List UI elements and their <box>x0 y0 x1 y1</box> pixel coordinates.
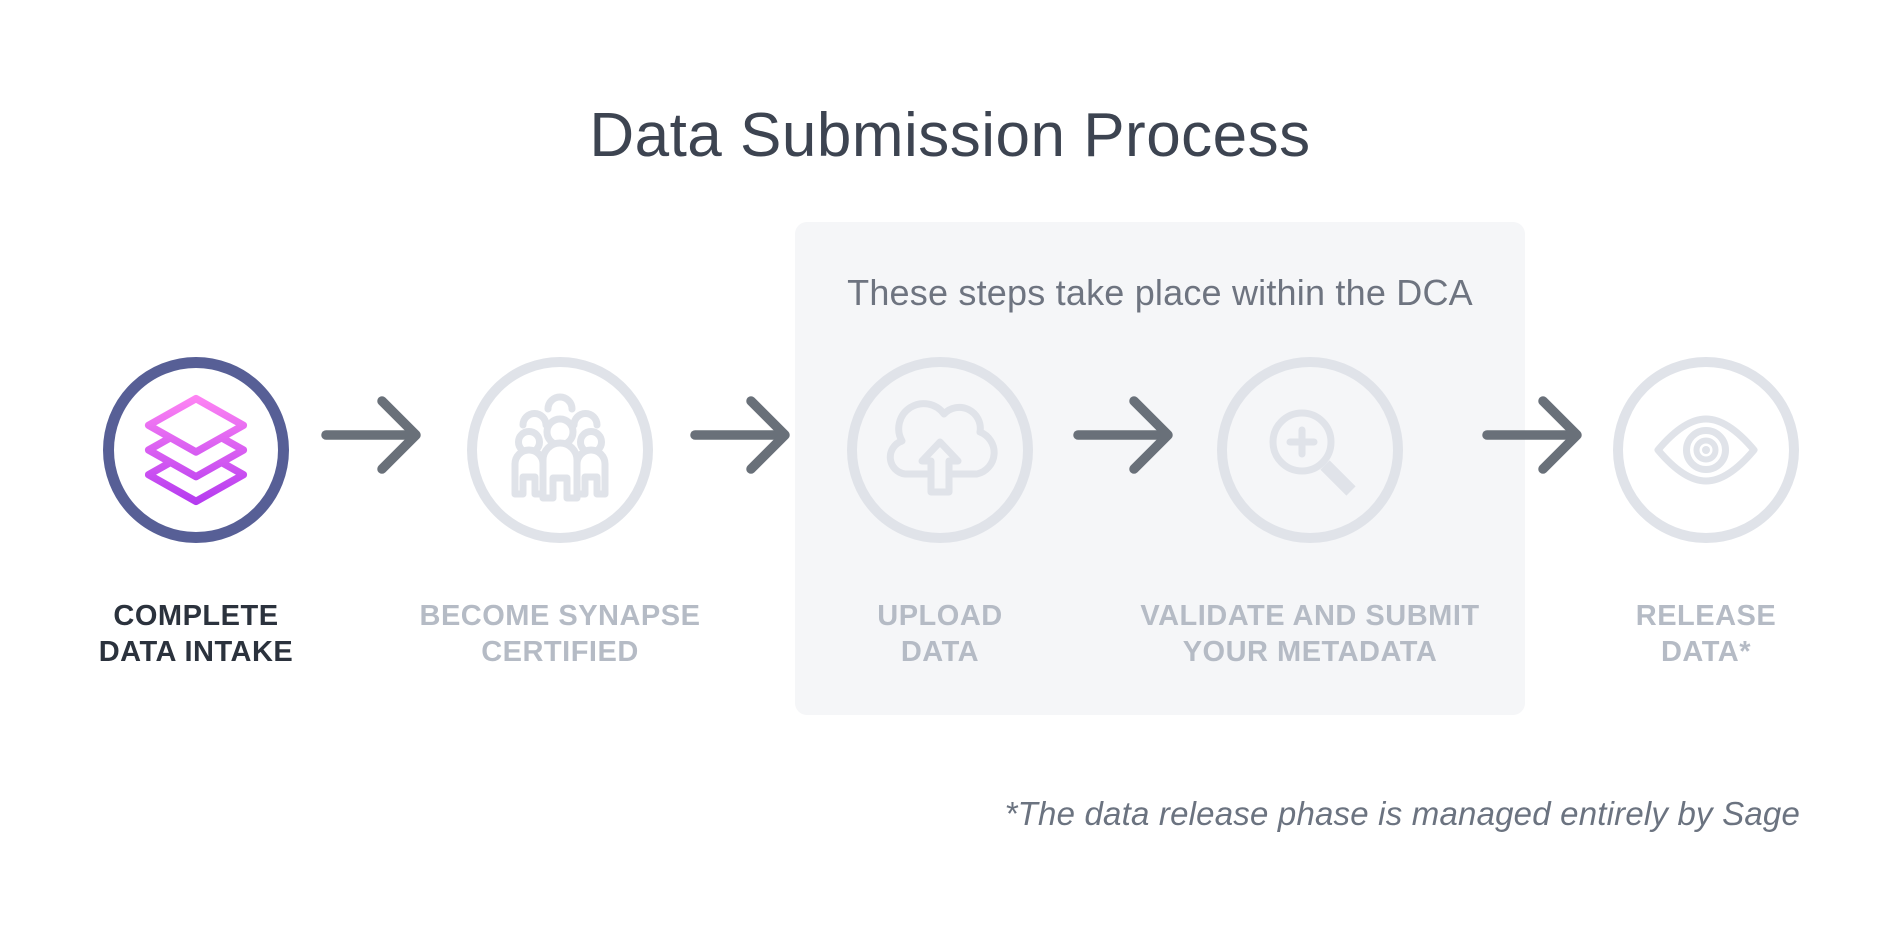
step-circle <box>847 357 1033 543</box>
step-label: UPLOAD DATA <box>877 600 1003 668</box>
step-complete-data-intake: COMPLETE DATA INTAKE <box>0 357 406 670</box>
magnifier-zoom-in-icon <box>1269 409 1356 496</box>
eye-icon <box>1654 415 1758 485</box>
arrow-right-icon <box>1482 396 1582 474</box>
people-group-icon <box>511 393 609 502</box>
step-circle <box>1613 357 1799 543</box>
step-upload-data: UPLOAD DATA <box>730 357 1150 670</box>
cloud-upload-icon <box>886 400 998 496</box>
page-title: Data Submission Process <box>589 101 1311 170</box>
layers-stack-icon <box>144 394 248 506</box>
footnote: *The data release phase is managed entir… <box>1004 795 1800 832</box>
step-become-synapse-certified: BECOME SYNAPSE CERTIFIED <box>350 357 770 670</box>
arrow-right-icon <box>321 396 421 474</box>
step-circle <box>467 357 653 543</box>
step-release-data: RELEASE DATA* <box>1496 357 1900 670</box>
step-label: BECOME SYNAPSE CERTIFIED <box>419 600 701 668</box>
arrow-right-icon <box>1073 396 1173 474</box>
step-validate-and-submit-metadata: VALIDATE AND SUBMIT YOUR METADATA <box>1100 357 1520 670</box>
arrow-right-icon <box>690 396 790 474</box>
dca-panel-note: These steps take place within the DCA <box>847 272 1473 313</box>
step-label: RELEASE DATA* <box>1635 600 1777 668</box>
step-circle <box>1217 357 1403 543</box>
step-label: VALIDATE AND SUBMIT YOUR METADATA <box>1140 600 1480 668</box>
step-circle-active <box>103 357 289 543</box>
step-label: COMPLETE DATA INTAKE <box>98 600 294 668</box>
